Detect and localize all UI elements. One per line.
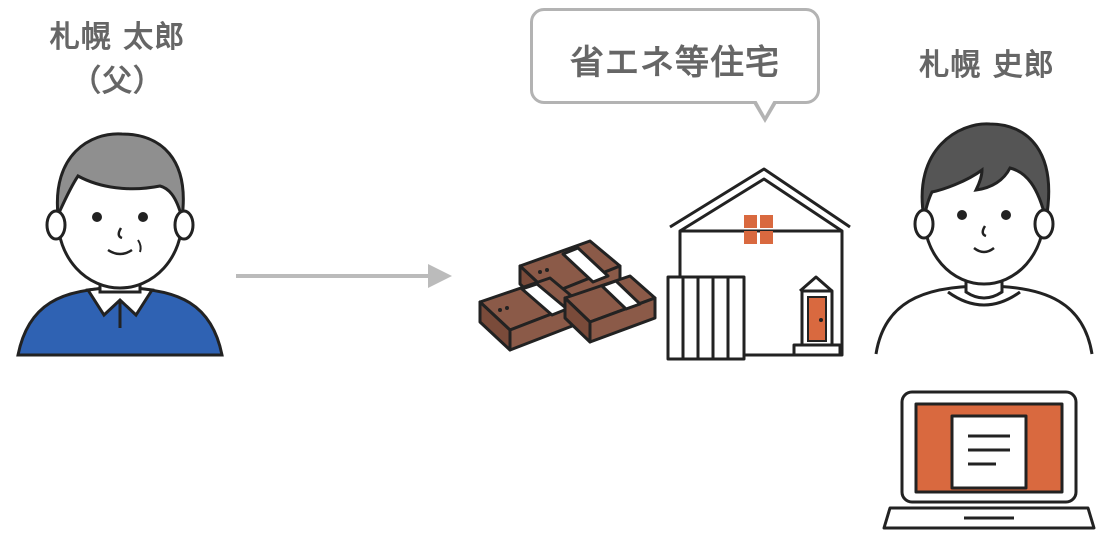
- right-arrow-icon: [236, 264, 452, 288]
- house-icon: [666, 167, 851, 361]
- father-avatar-icon: [16, 132, 224, 357]
- father-name-label: 札幌 太郎: [49, 20, 186, 55]
- son-avatar-icon: [874, 122, 1094, 355]
- laptop-document-icon: [882, 390, 1096, 530]
- speech-bubble-text: 省エネ等住宅: [570, 43, 780, 83]
- father-relation-label: （父）: [71, 64, 164, 99]
- cash-bundles-icon: [478, 239, 657, 352]
- speech-bubble: [530, 8, 820, 104]
- son-name-label: 札幌 史郎: [919, 48, 1055, 83]
